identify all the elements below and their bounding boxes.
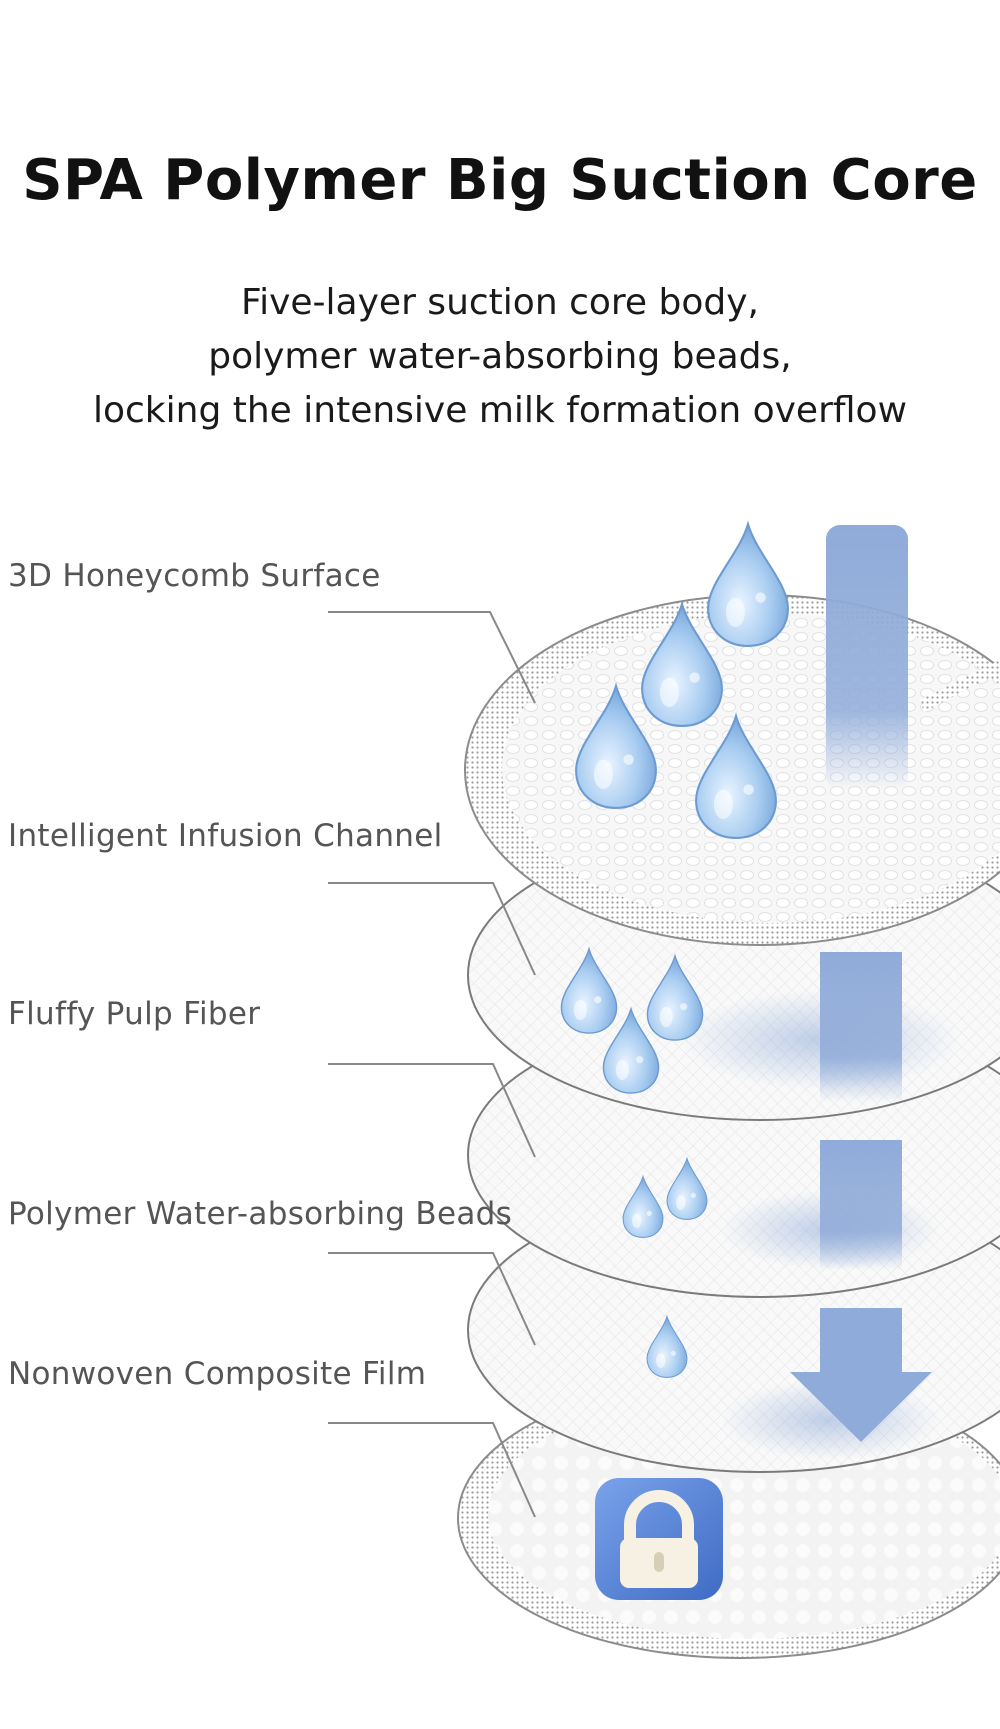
label-nonwoven-composite-film: Nonwoven Composite Film — [8, 1356, 427, 1392]
leader-lines — [328, 611, 536, 1518]
page-subtitle: Five-layer suction core body, polymer wa… — [0, 276, 1000, 438]
label-fluffy-pulp-fiber: Fluffy Pulp Fiber — [8, 996, 261, 1032]
lock-icon — [595, 1478, 723, 1600]
down-arrow-icon — [790, 525, 932, 1442]
subtitle-line-1: Five-layer suction core body, — [241, 282, 759, 323]
subtitle-line-2: polymer water-absorbing beads, — [208, 336, 792, 377]
page-title: SPA Polymer Big Suction Core — [22, 148, 978, 213]
label-polymer-beads: Polymer Water-absorbing Beads — [8, 1196, 513, 1232]
label-infusion-channel: Intelligent Infusion Channel — [8, 818, 443, 854]
water-drop-icon — [707, 523, 789, 647]
label-honeycomb-surface: 3D Honeycomb Surface — [8, 558, 381, 594]
subtitle-line-3: locking the intensive milk formation ove… — [92, 390, 908, 431]
